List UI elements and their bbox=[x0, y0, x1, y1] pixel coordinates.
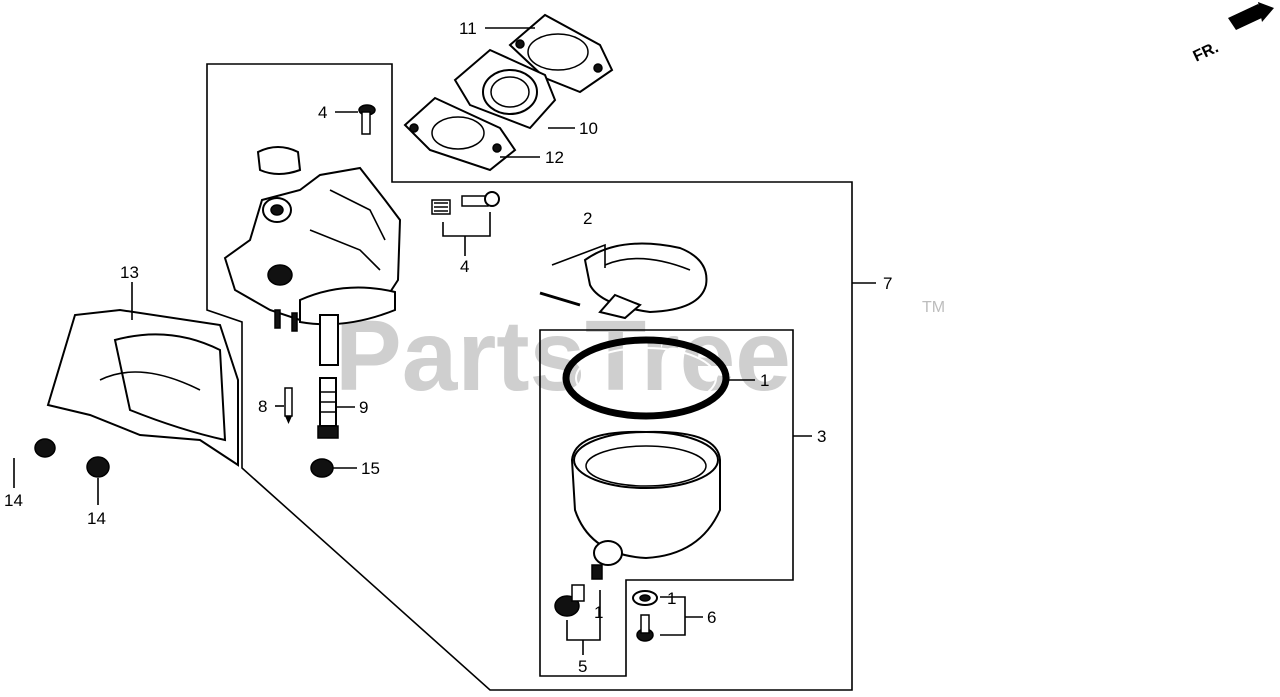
carburetor-body bbox=[223, 166, 402, 366]
float-bowl-3 bbox=[570, 430, 721, 566]
o-ring-1 bbox=[562, 336, 730, 420]
callout-1-oring: 1 bbox=[760, 371, 769, 390]
nut-15 bbox=[310, 458, 334, 478]
callout-2: 2 bbox=[583, 209, 592, 228]
assembly-boundary-7 bbox=[206, 63, 853, 691]
callout-1-washer: 1 bbox=[667, 589, 676, 608]
callout-15: 15 bbox=[361, 459, 380, 478]
screw-washer-6 bbox=[632, 590, 658, 642]
callout-4-top: 4 bbox=[318, 103, 327, 122]
leader-2 bbox=[551, 243, 606, 268]
front-direction-arrow-icon bbox=[1228, 2, 1274, 30]
front-direction-label: FR. bbox=[1191, 39, 1222, 65]
insulator-10 bbox=[453, 48, 557, 130]
watermark-trademark: TM bbox=[922, 299, 945, 316]
leader-4-bracket bbox=[442, 212, 491, 237]
callout-13: 13 bbox=[120, 263, 139, 282]
gasket-11 bbox=[508, 13, 614, 94]
callout-8: 8 bbox=[258, 397, 267, 416]
gasket-12 bbox=[403, 96, 517, 172]
needle-8 bbox=[284, 387, 293, 424]
nut-14-right bbox=[86, 456, 110, 478]
callout-14-right: 14 bbox=[87, 509, 106, 528]
air-cleaner-housing-13 bbox=[46, 308, 239, 467]
screw-spring-4-middle bbox=[431, 191, 500, 215]
assembly-boundary-3 bbox=[539, 329, 794, 677]
callout-9: 9 bbox=[359, 398, 368, 417]
leader-6-bracket bbox=[660, 596, 686, 636]
main-jet-9 bbox=[317, 377, 339, 439]
callout-4-middle: 4 bbox=[460, 257, 469, 276]
nut-14-left bbox=[34, 438, 56, 458]
callout-6: 6 bbox=[707, 608, 716, 627]
cap-part bbox=[256, 146, 302, 175]
callout-10: 10 bbox=[579, 119, 598, 138]
callout-12: 12 bbox=[545, 148, 564, 167]
callout-5: 5 bbox=[578, 657, 587, 676]
callout-11: 11 bbox=[459, 19, 477, 38]
callout-3: 3 bbox=[817, 427, 826, 446]
callout-14-left: 14 bbox=[4, 491, 23, 510]
callout-1-bolt: 1 bbox=[594, 603, 603, 622]
callout-7: 7 bbox=[883, 274, 892, 293]
screw-4-top bbox=[358, 104, 376, 135]
float-2 bbox=[539, 242, 708, 320]
drain-bolt-5 bbox=[554, 564, 603, 617]
